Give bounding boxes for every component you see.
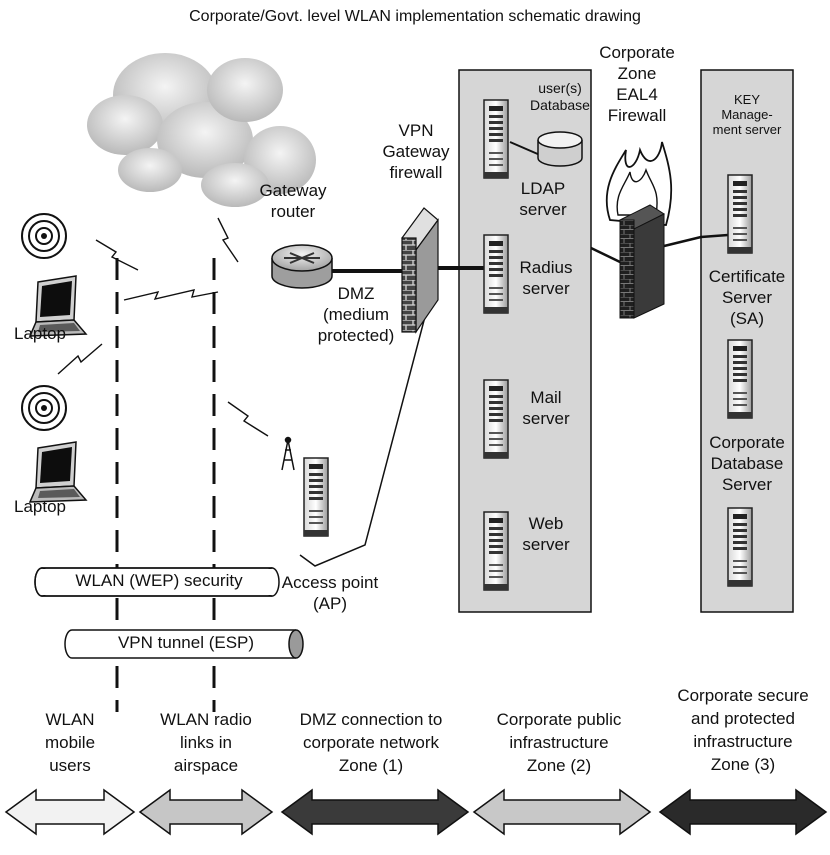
ldap-server-icon [483,99,509,179]
zone-arrow-radio-links [138,788,274,836]
access-point-icon [303,457,329,537]
laptop-label: Laptop [14,497,66,516]
vpn-gateway-firewall-icon [401,207,439,334]
wlan-security-tunnel-label: WLAN (WEP) security [75,571,243,590]
wireless-card-icon [21,385,67,431]
radio-link-icon [57,343,103,375]
radio-link-icon [217,217,239,263]
vpn-tunnel [64,629,304,659]
zone-arrows [4,788,828,836]
vpn-tunnel-label: VPN tunnel (ESP) [117,633,255,652]
zone3-to-keyserver-link [700,233,729,239]
radio-link-icon [123,289,219,301]
certificate-server-icon [727,339,753,419]
zone-arrow-wlan-users [4,788,136,836]
access-point-label: Access point(AP) [281,573,379,613]
gateway-router-icon [271,244,333,289]
corporate-database-server-icon [727,507,753,587]
users-database-label: user(s)Database [530,80,590,113]
laptop-icon [29,441,87,503]
zone-arrow-zone2 [472,788,652,836]
radio-link-icon [227,401,269,437]
wlan-security-tunnel [34,567,280,597]
diagram-title: Corporate/Govt. level WLAN implementatio… [189,8,641,25]
zone2-to-firewall-link [590,246,621,264]
laptop-label: Laptop [14,324,66,343]
key-management-server-icon [727,174,753,254]
user-database-icon [537,131,583,167]
zone-arrow-zone1 [280,788,470,836]
ldap-to-db-link [509,141,541,156]
internet-cloud-icon [87,53,316,207]
firewall-to-zone3-link [659,235,702,249]
radio-link-icon [95,239,139,271]
ap-to-vpn-link [299,289,433,567]
corporate-firewall-icon [605,141,673,319]
access-point-antenna-icon [281,436,295,471]
zone-arrow-zone3 [658,788,828,836]
wireless-card-icon [21,213,67,259]
